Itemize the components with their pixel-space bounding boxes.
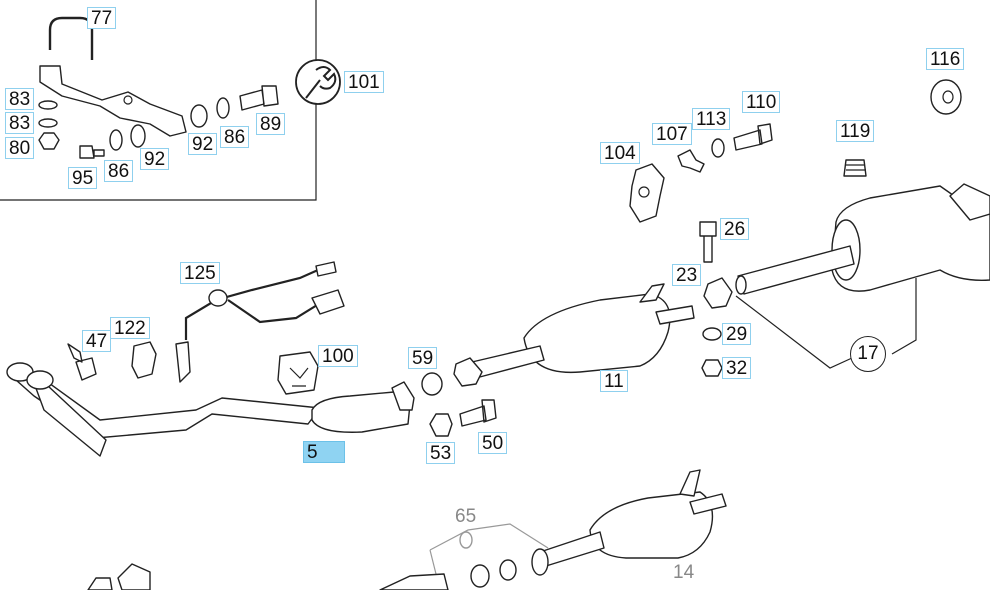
washer-113-shape bbox=[711, 138, 725, 158]
part-label-29[interactable]: 29 bbox=[722, 323, 752, 345]
washer-83a-shape bbox=[38, 100, 58, 110]
washer-83b-shape bbox=[38, 118, 58, 128]
part-label-11[interactable]: 11 bbox=[600, 370, 628, 392]
washer-29-shape bbox=[702, 327, 722, 341]
callout-17-lines bbox=[735, 278, 917, 369]
part-label-100[interactable]: 100 bbox=[318, 345, 358, 367]
converter-flange bbox=[391, 381, 415, 411]
bolt-110-shape bbox=[733, 123, 773, 151]
center-muffler-outlet bbox=[655, 305, 695, 325]
part-label-17[interactable]: 17 bbox=[850, 336, 886, 372]
bolt-89-shape bbox=[239, 85, 279, 111]
lower-pipe bbox=[539, 531, 605, 567]
grommet-116-shape bbox=[930, 79, 962, 115]
part-label-107[interactable]: 107 bbox=[652, 123, 692, 145]
o2-sensor-grommet bbox=[208, 289, 228, 307]
hanger-100-shape bbox=[277, 351, 319, 395]
center-muffler-shape bbox=[523, 293, 671, 374]
lower-converter-stub bbox=[379, 573, 449, 590]
bracket-hole bbox=[123, 95, 133, 105]
center-muffler-hanger bbox=[639, 283, 665, 303]
bolt-26-shape bbox=[699, 221, 717, 263]
grommet-116-hole bbox=[942, 90, 954, 104]
part-label-86[interactable]: 86 bbox=[104, 160, 134, 182]
part-label-116[interactable]: 116 bbox=[926, 48, 965, 70]
part-label-77[interactable]: 77 bbox=[87, 7, 117, 29]
part-label-53[interactable]: 53 bbox=[426, 442, 456, 464]
part-label-104[interactable]: 104 bbox=[600, 142, 640, 164]
nut-32-shape bbox=[701, 359, 723, 377]
washer-86b-shape bbox=[216, 97, 230, 119]
washer-86a-shape bbox=[109, 129, 123, 151]
front-flange-b bbox=[26, 370, 54, 390]
nut-53-shape bbox=[429, 413, 453, 437]
part-label-89[interactable]: 89 bbox=[256, 113, 286, 135]
o2-sensor-connector bbox=[315, 261, 337, 277]
bolt-50-shape bbox=[459, 399, 497, 427]
part-label-83[interactable]: 83 bbox=[5, 112, 35, 134]
ring-65-shape bbox=[459, 531, 473, 549]
part-label-122[interactable]: 122 bbox=[110, 317, 150, 339]
o2-sensor-plug bbox=[311, 289, 345, 315]
rear-pipe-end bbox=[735, 275, 747, 295]
part-label-125[interactable]: 125 bbox=[180, 262, 220, 284]
lower-muffler-outlet bbox=[689, 493, 727, 515]
lower-ring-a bbox=[470, 564, 490, 588]
o2-sensor-wire bbox=[184, 268, 323, 340]
clamp-23-shape bbox=[703, 277, 733, 309]
part-label-5-selected[interactable]: 5 bbox=[303, 441, 345, 463]
bolt-47-shape bbox=[67, 343, 97, 381]
pin-107-shape bbox=[677, 149, 705, 173]
tailpipe-bracket bbox=[949, 183, 990, 221]
part-label-113[interactable]: 113 bbox=[692, 108, 731, 130]
ring-59-shape bbox=[421, 372, 443, 396]
bolt-95-shape bbox=[79, 145, 105, 159]
part-label-50[interactable]: 50 bbox=[478, 432, 508, 454]
rear-muffler-shape bbox=[831, 185, 990, 292]
lower-flange bbox=[531, 548, 549, 576]
part-label-32[interactable]: 32 bbox=[722, 357, 752, 379]
hanger-100-slots bbox=[289, 367, 309, 387]
lower-ring-b bbox=[499, 559, 517, 581]
bush-122-shape bbox=[131, 341, 157, 379]
lower-front-flange bbox=[87, 563, 151, 590]
part-label-83[interactable]: 83 bbox=[5, 88, 35, 110]
mount-119-ribs bbox=[846, 164, 866, 171]
part-label-26[interactable]: 26 bbox=[720, 218, 750, 240]
flange-59-plate bbox=[453, 357, 483, 387]
part-label-86[interactable]: 86 bbox=[220, 126, 250, 148]
center-muffler-inlet bbox=[471, 345, 545, 379]
o2-sensor-body bbox=[175, 341, 191, 383]
nut-80-shape bbox=[38, 132, 60, 150]
hanger-104-hole bbox=[638, 186, 650, 198]
part-label-23[interactable]: 23 bbox=[672, 264, 702, 286]
part-label-110[interactable]: 110 bbox=[742, 91, 781, 113]
part-label-119[interactable]: 119 bbox=[836, 120, 875, 142]
hanger-104-shape bbox=[629, 163, 665, 223]
part-label-95[interactable]: 95 bbox=[68, 167, 98, 189]
part-label-59[interactable]: 59 bbox=[408, 347, 438, 369]
part-label-92[interactable]: 92 bbox=[140, 148, 170, 170]
wrench-icon bbox=[305, 66, 337, 99]
lower-muffler-shape bbox=[589, 491, 714, 559]
mounting-bracket-shape bbox=[39, 65, 187, 137]
mount-119-shape bbox=[843, 159, 867, 177]
part-label-101[interactable]: 101 bbox=[344, 71, 384, 93]
u-bolt-shape bbox=[48, 16, 94, 60]
bush-92a-shape bbox=[130, 124, 146, 148]
part-label-65[interactable]: 65 bbox=[455, 506, 477, 527]
part-label-80[interactable]: 80 bbox=[5, 137, 35, 159]
catalytic-converter-shape bbox=[311, 391, 411, 433]
bush-92b-shape bbox=[190, 104, 208, 128]
part-label-92[interactable]: 92 bbox=[188, 133, 218, 155]
part-label-47[interactable]: 47 bbox=[82, 330, 112, 352]
lower-muffler-hanger bbox=[679, 469, 701, 497]
part-label-14[interactable]: 14 bbox=[673, 562, 695, 583]
